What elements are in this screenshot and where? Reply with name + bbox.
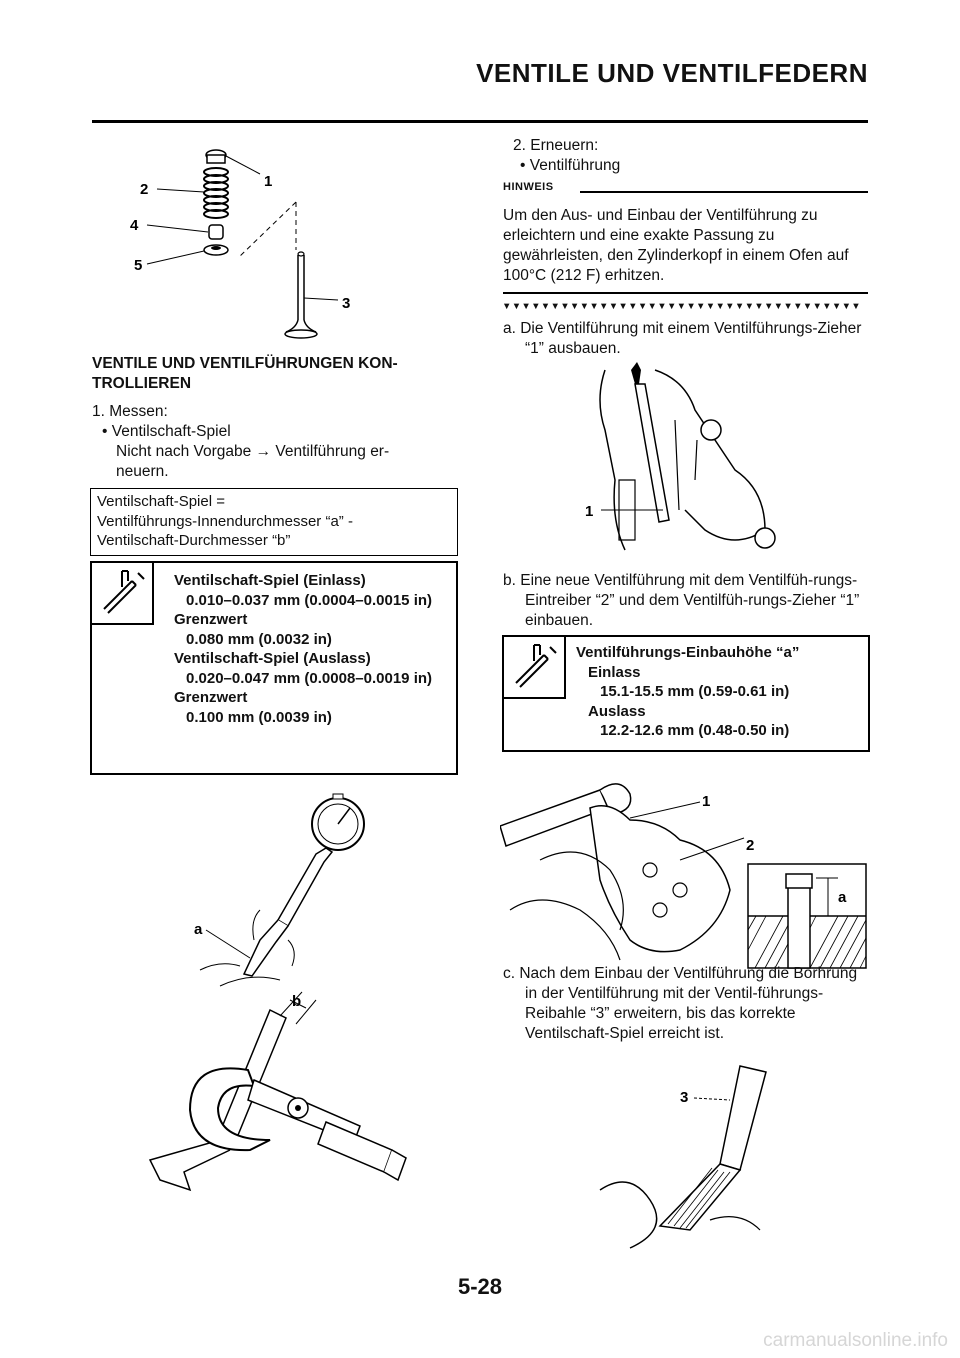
title-rule xyxy=(92,120,868,123)
page-title: VENTILE UND VENTILFEDERN xyxy=(476,58,868,88)
step-1-bullet: • Ventilschaft-Spiel xyxy=(102,423,231,440)
formula-line: Ventilführungs-Innendurchmesser “a” - xyxy=(97,512,353,530)
spec-line: 0.020–0.047 mm (0.0008–0.0019 in) xyxy=(186,669,433,687)
spec-line: Auslass xyxy=(588,702,646,720)
step-a: a. Die Ventilführung mit einem Ventilfüh… xyxy=(503,320,862,357)
triangle-divider: ▼▼▼▼▼▼▼▼▼▼▼▼▼▼▼▼▼▼▼▼▼▼▼▼▼▼▼▼▼▼▼▼▼▼▼▼▼ xyxy=(502,301,861,312)
valve-assembly-figure: 2 1 4 5 3 xyxy=(120,140,370,350)
spec-line: 12.2-12.6 mm (0.48-0.50 in) xyxy=(600,722,790,739)
step-c: c. Nach dem Einbau der Ventilführung die… xyxy=(503,965,858,1042)
label-2: 2 xyxy=(746,837,754,854)
label-3: 3 xyxy=(680,1089,688,1106)
page-number: 5-28 xyxy=(457,1274,503,1299)
step-1-text: Nicht nach Vorgabe → Ventilführung er-ne… xyxy=(116,443,390,480)
hinweis-rule xyxy=(580,191,868,193)
caliper-icon xyxy=(504,637,566,699)
hinweis-end-rule xyxy=(503,292,868,294)
guide-removal-figure: 1 xyxy=(575,360,785,560)
spec-line: 15.1-15.5 mm (0.59-0.61 in) xyxy=(600,683,790,700)
formula-line: Ventilschaft-Durchmesser “b” xyxy=(97,532,291,549)
micrometer-figure: b xyxy=(130,990,420,1210)
label-1: 1 xyxy=(702,793,710,810)
callout-2: 2 xyxy=(140,181,148,198)
label-a: a xyxy=(194,921,203,938)
watermark: carmanualsonline.info xyxy=(763,1330,948,1351)
callout-4: 4 xyxy=(130,217,139,234)
spec-line: Grenzwert xyxy=(174,611,248,628)
callout-5: 5 xyxy=(134,257,142,274)
spec-line: Ventilführungs-Einbauhöhe “a” xyxy=(576,644,800,661)
label-b: b xyxy=(292,993,301,1010)
spec-line: 0.100 mm (0.0039 in) xyxy=(186,708,332,726)
formula-line: Ventilschaft-Spiel = xyxy=(97,493,225,510)
caliper-icon xyxy=(92,563,154,625)
formula-box: Ventilschaft-Spiel = Ventilführungs-Inne… xyxy=(90,488,458,556)
step-b: b. Eine neue Ventilführung mit dem Venti… xyxy=(503,572,860,629)
spec-line: Ventilschaft-Spiel (Einlass) xyxy=(174,572,366,589)
spec-line: Grenzwert xyxy=(174,689,248,706)
dial-gauge-figure: a xyxy=(180,790,380,990)
hinweis-text: Um den Aus- und Einbau der Ventilführung… xyxy=(503,207,849,284)
step-1: 1. Messen: xyxy=(92,403,168,420)
spec-box-clearance: Ventilschaft-Spiel (Einlass) 0.010–0.037… xyxy=(90,561,458,775)
label-a: a xyxy=(838,889,847,906)
label-1: 1 xyxy=(585,503,593,520)
section-heading: VENTILE UND VENTILFÜHRUNGEN KON-TROLLIER… xyxy=(92,355,398,392)
spec-line: 0.080 mm (0.0032 in) xyxy=(186,630,332,648)
callout-1: 1 xyxy=(264,173,272,190)
spec-line: Ventilschaft-Spiel (Auslass) xyxy=(174,650,371,667)
spec-line: 0.010–0.037 mm (0.0004–0.0015 in) xyxy=(186,591,433,609)
reamer-figure: 3 xyxy=(590,1060,790,1250)
spec-box-height: Ventilführungs-Einbauhöhe “a” Einlass 15… xyxy=(502,635,870,752)
step-2: 2. Erneuern: xyxy=(513,137,599,154)
hinweis-label: HINWEIS xyxy=(503,181,554,193)
spec-line: Einlass xyxy=(588,663,641,681)
guide-install-figure: 1 2 a xyxy=(500,760,870,970)
callout-3: 3 xyxy=(342,295,350,312)
step-2-bullet: • Ventilführung xyxy=(520,157,621,174)
